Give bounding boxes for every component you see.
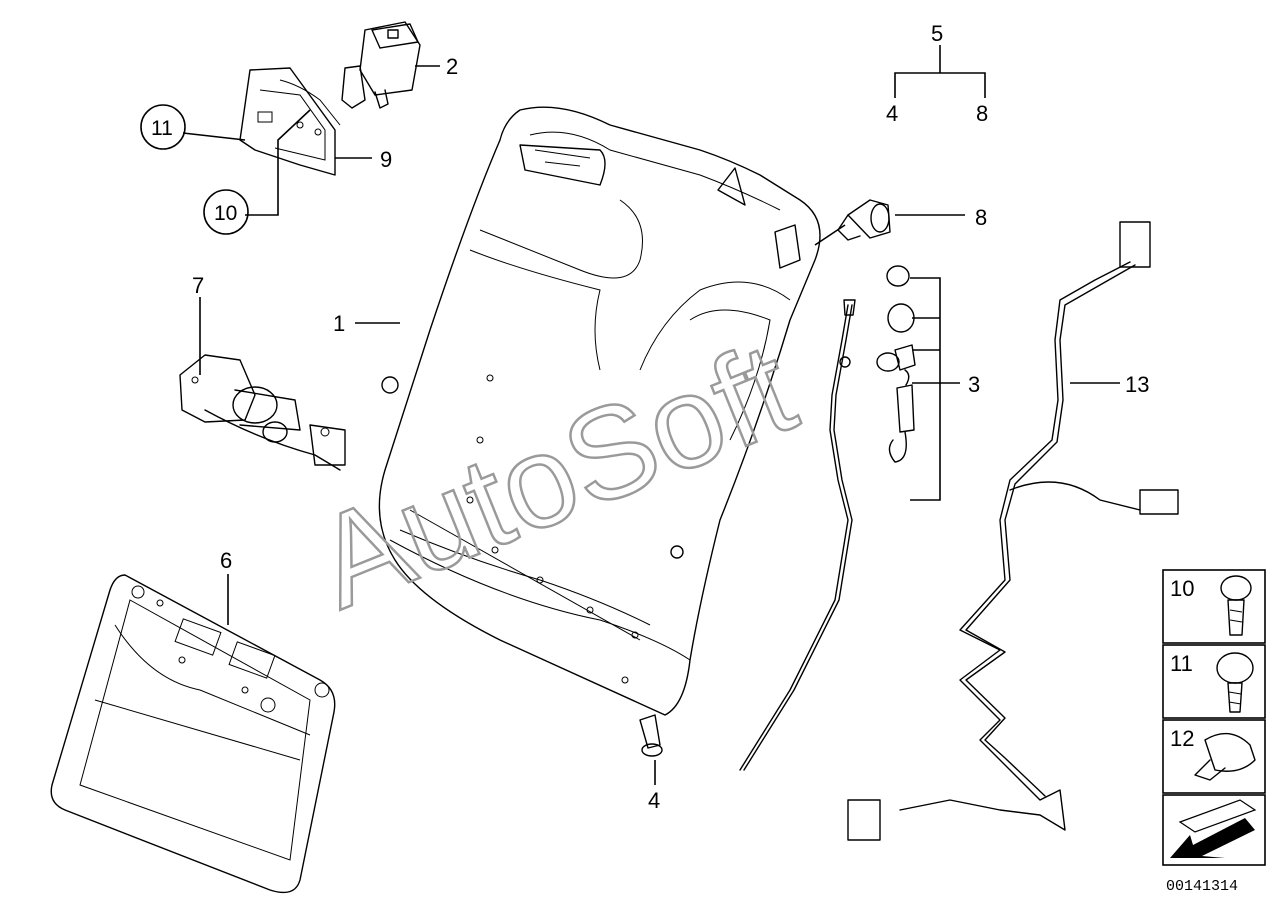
legend-box-10 [1162,569,1266,644]
callout-8: 8 [975,205,987,230]
callout-11-circle [140,104,186,150]
callout-11: 11 [151,117,173,140]
callout-4-bottom: 4 [648,788,660,813]
legend-label-10: 10 [1170,576,1194,601]
callout-10: 10 [214,202,237,225]
legend-label-11: 11 [1170,651,1193,676]
callout-9: 9 [380,147,392,172]
callout-7: 7 [192,273,204,298]
bowden-cable [739,299,856,771]
callout-5: 5 [931,21,943,46]
legend-box-12 [1162,719,1266,794]
bolt-part [639,714,663,757]
clip-icon [1194,732,1256,781]
legend: 10 11 12 [1162,569,1266,866]
back-panel-part [50,574,336,894]
callout-13: 13 [1125,372,1149,397]
callout-8-top: 8 [976,101,988,126]
callout-1: 1 [333,311,345,336]
callout-4-top: 4 [886,101,898,126]
legend-box-11 [1162,644,1266,719]
relay-part [341,21,421,109]
motor-part [179,354,346,471]
torx-bolt-icon [1220,575,1252,636]
callout-3: 3 [968,372,980,397]
hardware-set [876,265,916,463]
callout-6: 6 [220,548,232,573]
watermark: AutoSoft [296,314,813,636]
callout-2: 2 [446,54,458,79]
legend-label-12: 12 [1170,726,1194,751]
leader-lines [182,45,1120,785]
callout-10-circle [203,189,249,235]
doc-number: 00141314 [1166,878,1238,895]
legend-box-arrow [1162,794,1266,866]
torx-screw-icon [1216,652,1254,713]
bracket-part [239,67,341,176]
arrow-icon [1170,799,1257,858]
wiring-harness [847,221,1179,841]
plug-part [837,199,891,241]
backrest-frame [378,106,821,716]
